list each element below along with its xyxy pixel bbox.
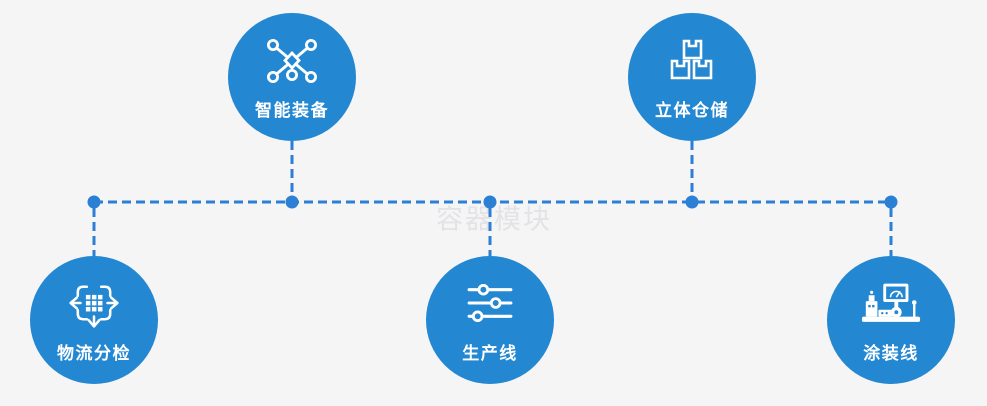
control-console-icon	[860, 276, 922, 330]
junction-dot	[685, 195, 699, 209]
node-production-line: 生产线	[426, 256, 554, 384]
node-painting-line: 涂装线	[827, 256, 955, 384]
node-label: 生产线	[462, 344, 518, 363]
stacked-boxes-icon	[670, 33, 715, 87]
node-label: 立体仓储	[655, 101, 729, 120]
node-stereo-warehouse: 立体仓储	[628, 13, 756, 141]
junction-dot	[87, 195, 101, 209]
watermark-text: 容器模块	[436, 204, 552, 235]
sorting-arrows-icon	[66, 276, 122, 330]
sliders-icon	[467, 276, 513, 330]
node-logistics-sorting: 物流分检	[30, 256, 158, 384]
node-label: 物流分检	[57, 344, 131, 363]
network-nodes-icon	[264, 33, 320, 87]
junction-dot	[483, 195, 497, 209]
junction-dot	[884, 195, 898, 209]
node-label: 涂装线	[863, 344, 919, 363]
node-smart-equipment: 智能装备	[228, 13, 356, 141]
node-label: 智能装备	[255, 101, 329, 120]
junction-dot	[285, 195, 299, 209]
